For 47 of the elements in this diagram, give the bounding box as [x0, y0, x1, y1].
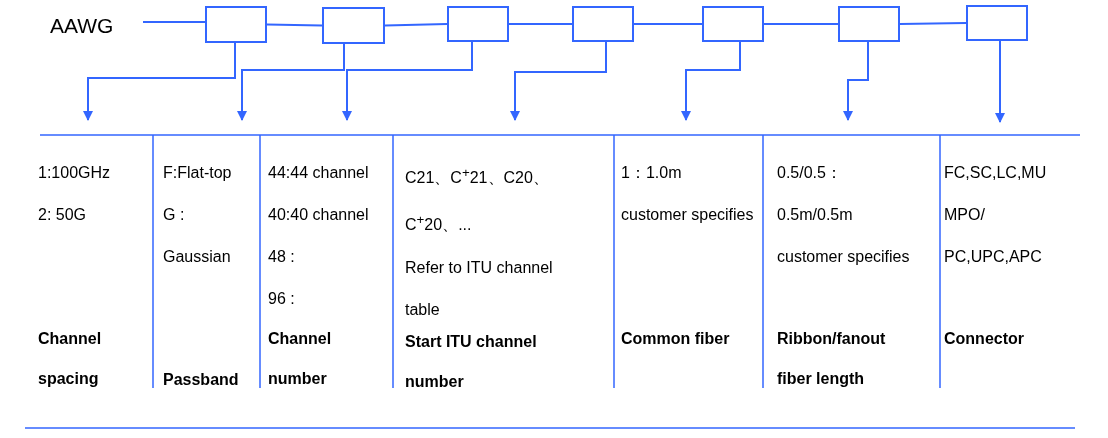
empty-box: [447, 6, 509, 42]
connector-line: [142, 21, 206, 23]
cell-text: 2: 50G: [38, 205, 88, 225]
cell-text: 0.5/0.5：: [777, 163, 843, 183]
connector-line: [633, 23, 703, 25]
arrow: [342, 41, 473, 121]
cell-text: G : Gaussian: [163, 205, 232, 267]
arrow: [237, 43, 345, 121]
column-heading: Ribbon/fanout fiber length: [777, 329, 887, 389]
cell-text: customer specifies: [777, 247, 911, 267]
connector-line: [266, 23, 323, 27]
cell-text: 1:100GHz: [38, 163, 112, 183]
empty-box: [838, 6, 900, 42]
cell-text: MPO/: [944, 205, 986, 225]
empty-box: [572, 6, 634, 42]
empty-box: [966, 5, 1028, 41]
arrow: [83, 42, 236, 121]
empty-box: [205, 6, 267, 43]
connector-line: [508, 23, 573, 25]
column-heading: Connector: [944, 329, 1025, 349]
cell-text: 48 :: [268, 247, 296, 267]
cell-text: customer specifies: [621, 205, 755, 225]
cell-text: 40:40 channel: [268, 205, 370, 225]
arrow: [995, 40, 1005, 123]
column-heading: Start ITU channel number: [405, 332, 538, 392]
connector-line: [763, 23, 839, 25]
cell-text: FC,SC,LC,MU: [944, 163, 1048, 183]
cell-text: F:Flat-top: [163, 163, 233, 183]
column-heading: Passband: [163, 370, 240, 390]
empty-box: [322, 7, 385, 44]
column-heading: Channel number: [268, 329, 333, 389]
arrow: [681, 41, 741, 121]
connector-line: [899, 22, 967, 25]
cell-text: 0.5m/0.5m: [777, 205, 854, 225]
column-heading: Common fiber: [621, 329, 731, 349]
column-heading: Channel spacing: [38, 329, 103, 389]
cell-text: PC,UPC,APC: [944, 247, 1043, 267]
node-label: AAWG: [50, 13, 114, 39]
cell-text: 1：1.0m: [621, 163, 683, 183]
connector-line: [384, 23, 448, 27]
arrow: [510, 41, 607, 121]
cell-text: C21、C$^{+}$21、C20、C$^{+}$20、...: [405, 164, 550, 236]
arrow: [843, 41, 869, 121]
cell-text: Refer to ITU channel table: [405, 257, 554, 320]
empty-box: [702, 6, 764, 42]
cell-text: 96 :: [268, 289, 296, 309]
cell-text: 44:44 channel: [268, 163, 370, 183]
